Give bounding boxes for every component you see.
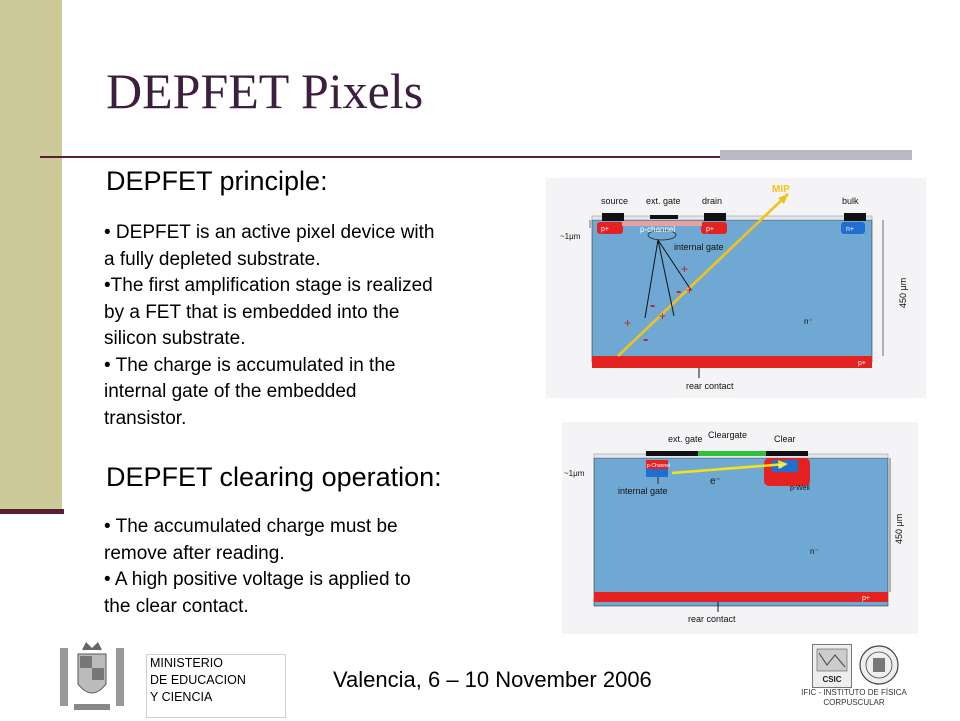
section2-heading: DEPFET clearing operation: (106, 462, 442, 492)
bullet-line: •The first amplification stage is realiz… (104, 275, 433, 296)
label-bulk: bulk (842, 196, 859, 206)
event-date-location: Valencia, 6 – 10 November 2006 (333, 667, 652, 692)
label-p-channel-2: p-Channel (647, 463, 670, 469)
bullet-line: by a FET that is embedded into the (104, 301, 400, 323)
label-rear-contact-2: rear contact (688, 614, 736, 624)
depfet-principle-diagram: + + + + - - - source ext. gate drain bul… (546, 178, 926, 398)
bullet-line: the clear contact. (104, 595, 249, 617)
ific-label: IFIC - INSTITUTO DE FÍSICA CORPUSCULAR (801, 688, 907, 707)
label-rear-contact: rear contact (686, 381, 734, 391)
slide-title: DEPFET Pixels (106, 63, 424, 119)
title-rule-accent (720, 150, 912, 160)
ministry-line: DE EDUCACION (150, 673, 246, 687)
label-cleargate: Cleargate (708, 430, 747, 440)
section2-bullets: • The accumulated charge must be remove … (104, 514, 411, 620)
svg-text:+: + (659, 309, 666, 323)
svg-text:+: + (681, 262, 688, 276)
label-drain: drain (702, 196, 722, 206)
bullet-line: • The accumulated charge must be (104, 516, 398, 537)
side-bar-tab (0, 509, 64, 514)
label-p-plus-drain: p+ (706, 226, 714, 233)
ministry-line: MINISTERIO (150, 656, 223, 670)
bullet-line: • A high positive voltage is applied to (104, 569, 411, 590)
label-n-minus-2: n⁻ (810, 547, 819, 556)
section1-bullets: • DEPFET is an active pixel device with … (104, 220, 435, 432)
label-internal-gate-2: internal gate (618, 486, 668, 496)
ific-seal-icon (856, 644, 902, 686)
bullet-line: a fully depleted substrate. (104, 248, 321, 270)
label-p-plus-source: p+ (601, 226, 609, 233)
ministry-label: MINISTERIO DE EDUCACION Y CIENCIA (146, 654, 286, 718)
label-p-plus-rear-2: p+ (862, 595, 870, 602)
label-internal-gate: internal gate (674, 242, 724, 252)
csic-label: CSIC (822, 675, 841, 684)
label-thickness: 450 μm (898, 278, 908, 308)
title-rule (40, 156, 910, 158)
bullet-line: transistor. (104, 407, 187, 429)
label-mip: MIP (772, 184, 790, 195)
label-electron: e⁻ (710, 476, 721, 487)
side-bar (0, 0, 62, 512)
svg-text:+: + (686, 283, 693, 297)
label-ext-gate: ext. gate (646, 196, 681, 206)
bullet-line: internal gate of the embedded (104, 381, 357, 402)
svg-text:-: - (650, 297, 655, 314)
label-n-plus: n+ (846, 226, 854, 233)
label-p-well: p-Well (790, 485, 810, 492)
svg-text:-: - (643, 331, 648, 348)
section1-heading: DEPFET principle: (106, 166, 328, 196)
label-depth: ~1μm (560, 232, 581, 241)
bullet-line: • The charge is accumulated in the (104, 354, 396, 376)
svg-text:-: - (676, 283, 681, 300)
label-ext-gate-2: ext. gate (668, 434, 703, 444)
depfet-clearing-diagram: ext. gate Cleargate Clear p-Channel inte… (562, 422, 918, 634)
label-source: source (601, 196, 628, 206)
label-n-minus: n⁻ (804, 317, 813, 326)
ministry-line: Y CIENCIA (150, 690, 213, 704)
bullet-line: silicon substrate. (104, 328, 246, 349)
label-depth-2: ~1μm (564, 469, 585, 478)
label-n-plus-2: n⁺ (778, 463, 786, 470)
bullet-line: • DEPFET is an active pixel device with (104, 222, 435, 243)
label-p-plus-rear: p+ (858, 360, 866, 367)
label-p-channel: p-channel (640, 225, 675, 234)
bullet-line: remove after reading. (104, 542, 285, 564)
csic-logo: CSIC (812, 644, 852, 688)
svg-text:+: + (624, 316, 631, 330)
coat-of-arms-logo (56, 640, 128, 716)
label-thickness-2: 450 μm (894, 514, 904, 544)
label-clear: Clear (774, 434, 796, 444)
